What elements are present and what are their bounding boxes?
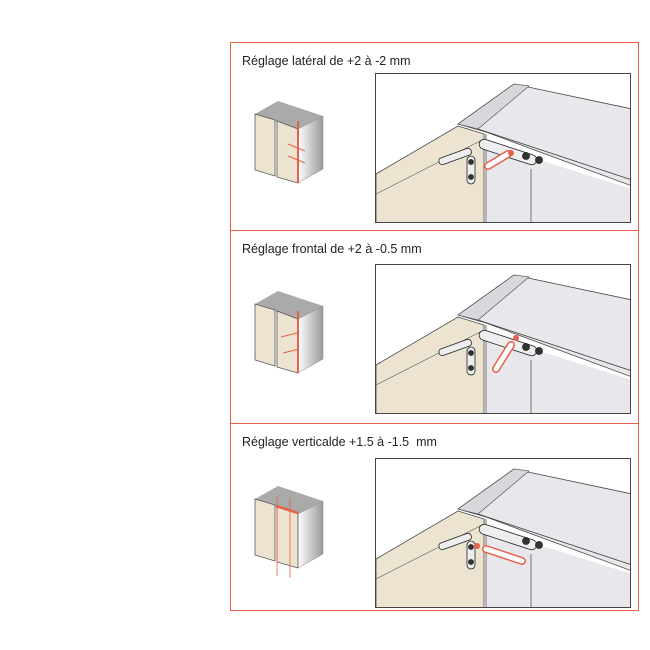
hinge-illustration	[375, 264, 631, 414]
panel-title: Réglage verticalde +1.5 à -1.5 mm	[242, 435, 437, 449]
screwdriver-icon	[474, 543, 526, 565]
cube-top	[255, 101, 323, 129]
cube-door-left	[254, 113, 276, 177]
screwdriver-icon	[484, 150, 514, 170]
cabinet-cube-icon	[253, 101, 328, 186]
door	[376, 510, 485, 607]
cube-door-right	[276, 505, 299, 569]
door	[376, 125, 485, 222]
hinge-illustration	[375, 73, 631, 223]
cabinet-side	[456, 519, 630, 607]
cube-door-left	[254, 498, 276, 562]
hinge	[438, 523, 543, 570]
panel-lateral-adjustment: Réglage latéral de +2 à -2 mm	[231, 43, 638, 230]
panel-title: Réglage latéral de +2 à -2 mm	[242, 54, 411, 68]
cube-door-right	[276, 120, 299, 184]
cube-top	[255, 291, 323, 319]
hinge-adjustment-instructions: Réglage latéral de +2 à -2 mm Réglage fr…	[230, 42, 639, 611]
cabinet-side	[456, 325, 630, 413]
panel-vertical-adjustment: Réglage verticalde +1.5 à -1.5 mm	[231, 423, 638, 610]
hinge-illustration	[375, 458, 631, 608]
cube-door-left	[254, 303, 276, 367]
cabinet-cube-icon	[253, 291, 328, 376]
cube-door-right	[276, 310, 299, 374]
panel-title: Réglage frontal de +2 à -0.5 mm	[242, 242, 422, 256]
cabinet-cube-icon	[253, 486, 328, 578]
cube-top	[255, 486, 323, 514]
screwdriver-icon	[492, 335, 519, 373]
panel-frontal-adjustment: Réglage frontal de +2 à -0.5 mm	[231, 230, 638, 423]
door	[376, 316, 485, 413]
